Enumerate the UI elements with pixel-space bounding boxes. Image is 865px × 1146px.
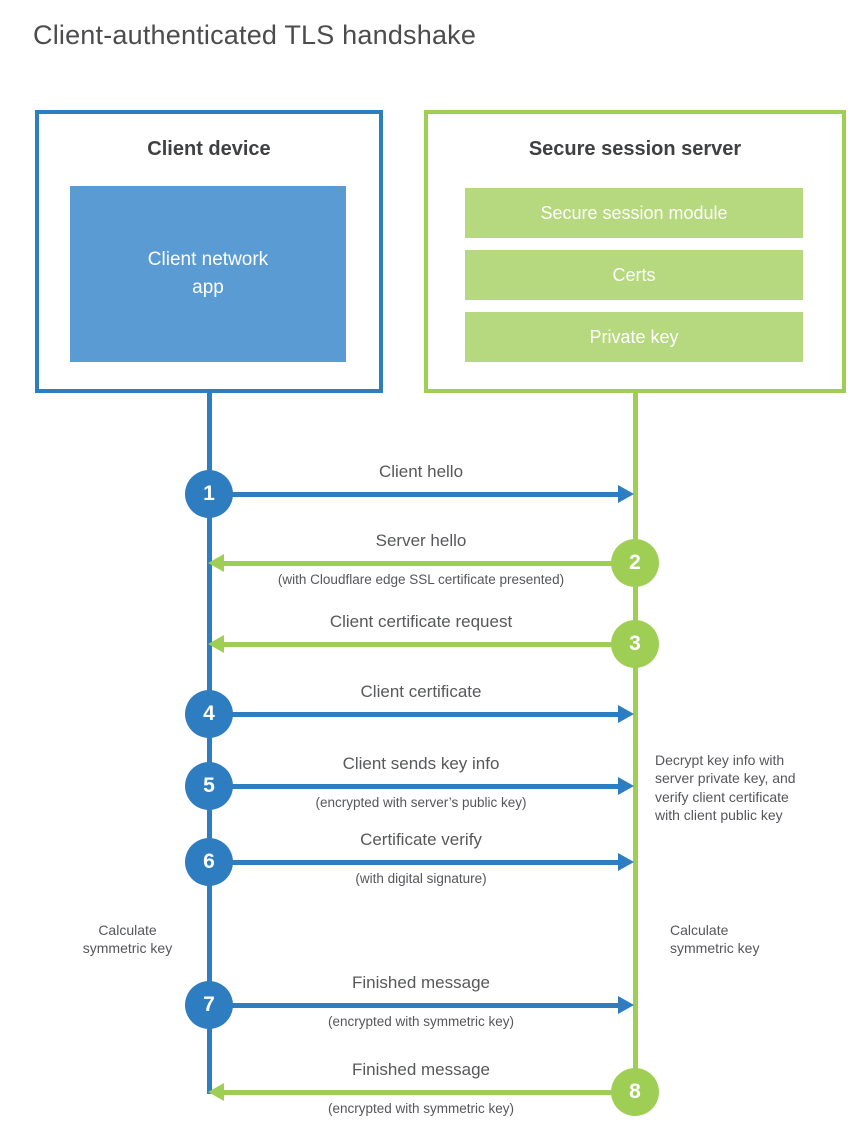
secure-session-server-box: Secure session server Secure session mod… [424, 110, 846, 393]
step-number-badge: 2 [611, 539, 659, 587]
arrow-head-right-icon [618, 777, 634, 795]
arrow-head-right-icon [618, 485, 634, 503]
client-network-app-module: Client network app [70, 186, 346, 362]
step-number-badge: 3 [611, 620, 659, 668]
step-subtitle: (with Cloudflare edge SSL certificate pr… [277, 572, 565, 587]
arrow-head-left-icon [208, 554, 224, 572]
arrow-head-right-icon [618, 853, 634, 871]
client-lifeline [207, 392, 212, 1094]
arrow-head-left-icon [208, 635, 224, 653]
step-label: Client hello [378, 462, 464, 481]
step-subtitle: (with digital signature) [355, 871, 487, 886]
secure-session-module-bar: Secure session module [465, 188, 803, 238]
step-number-badge: 6 [185, 838, 233, 886]
arrow-line [224, 642, 636, 647]
arrow-line [224, 1090, 636, 1095]
step-label: Client certificate [360, 682, 482, 701]
step-label: Server hello [375, 531, 467, 550]
certs-bar: Certs [465, 250, 803, 300]
step-number-badge: 1 [185, 470, 233, 518]
step-number-badge: 4 [185, 690, 233, 738]
client-device-box: Client device Client network app [35, 110, 383, 393]
arrow-head-left-icon [208, 1083, 224, 1101]
step-number-badge: 5 [185, 762, 233, 810]
step-subtitle: (encrypted with server’s public key) [315, 795, 527, 810]
client-device-title: Client device [147, 138, 271, 160]
step-label: Certificate verify [360, 830, 482, 849]
arrow-line [210, 784, 622, 789]
arrow-line [224, 561, 636, 566]
arrow-head-right-icon [618, 996, 634, 1014]
step-number-badge: 7 [185, 981, 233, 1029]
server-decrypt-key-info-note: Decrypt key info with server private key… [655, 752, 796, 824]
client-calculate-symmetric-key-note: Calculate symmetric key [82, 922, 173, 957]
arrow-line [210, 1003, 622, 1008]
arrow-head-right-icon [618, 705, 634, 723]
step-label: Client certificate request [329, 612, 513, 631]
server-calculate-symmetric-key-note: Calculate symmetric key [670, 922, 760, 957]
step-label: Finished message [352, 1060, 490, 1079]
step-subtitle: (encrypted with symmetric key) [327, 1014, 515, 1029]
step-subtitle: (encrypted with symmetric key) [327, 1101, 515, 1116]
step-label: Client sends key info [342, 754, 500, 773]
arrow-line [210, 860, 622, 865]
page-title: Client-authenticated TLS handshake [33, 20, 477, 50]
step-number-badge: 8 [611, 1068, 659, 1116]
step-label: Finished message [352, 973, 490, 992]
private-key-bar: Private key [465, 312, 803, 362]
server-lifeline [633, 392, 638, 1094]
secure-session-server-title: Secure session server [528, 138, 742, 160]
arrow-line [210, 492, 622, 497]
arrow-line [210, 712, 622, 717]
